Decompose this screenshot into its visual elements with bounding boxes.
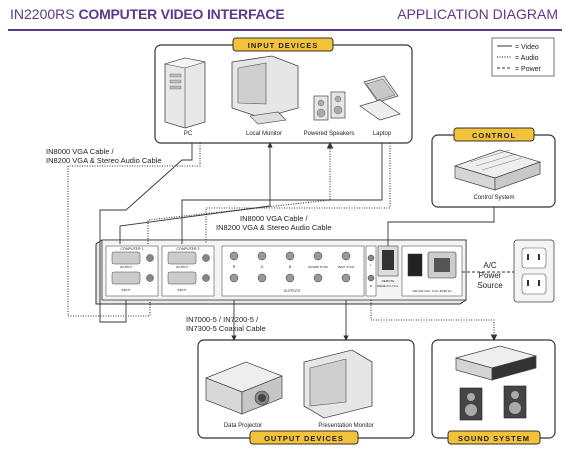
control-system-icon xyxy=(453,149,542,191)
data-projector-label: Data Projector xyxy=(224,423,262,429)
computer1-audio-in-jack xyxy=(146,274,154,282)
page-title: IN2200RS COMPUTER VIDEO INTERFACE xyxy=(10,6,285,22)
legend-power-label: = Power xyxy=(515,66,542,73)
input-devices-box: INPUT DEVICES PC Local Monitor Powe xyxy=(154,37,413,144)
control-box: CONTROL Control System xyxy=(431,127,556,208)
control-cable xyxy=(387,207,495,246)
amplifier-icon xyxy=(454,345,538,381)
product-name: COMPUTER VIDEO INTERFACE xyxy=(78,6,285,22)
output-devices-title: OUTPUT DEVICES xyxy=(264,434,344,443)
coax-label-1: IN7000-5 / IN7200-5 / xyxy=(186,315,259,324)
audio-r-label: R xyxy=(370,284,373,288)
computer1-label: COMPUTER 1 xyxy=(121,247,144,251)
power-switch xyxy=(407,253,423,277)
remote-label: REMOTE xyxy=(382,279,395,283)
control-title: CONTROL xyxy=(472,131,516,140)
computer1-input-port xyxy=(111,271,141,285)
laptop-audio-cable xyxy=(205,143,391,244)
sound-system-box: SOUND SYSTEM xyxy=(431,339,556,445)
bnc-g-label: G xyxy=(261,265,264,269)
bnc-connectors xyxy=(229,251,351,283)
computer2-output-label: OUTPUT xyxy=(176,265,189,269)
legend-audio-label: = Audio xyxy=(515,55,539,62)
pc-label: PC xyxy=(184,131,193,137)
connections xyxy=(67,141,514,342)
pc-tower-icon xyxy=(164,57,206,129)
computer2-input-label: INPUT xyxy=(178,288,187,292)
diagram-label: APPLICATION DIAGRAM xyxy=(397,6,558,22)
audio-out-r-jack xyxy=(367,274,375,282)
computer2-input-port xyxy=(167,271,197,285)
header: IN2200RS COMPUTER VIDEO INTERFACE APPLIC… xyxy=(0,0,570,31)
local-monitor-label: Local Monitor xyxy=(246,131,282,137)
cable-label-left-2: IN8200 VGA & Stereo Audio Cable xyxy=(46,156,162,165)
cable-label-center-2: IN8200 VGA & Stereo Audio Cable xyxy=(216,223,332,232)
output-devices-box: OUTPUT DEVICES Data Projector Presentati… xyxy=(197,339,415,445)
speakers-cable xyxy=(147,141,334,244)
computer1-audio-out-jack xyxy=(146,254,154,262)
presentation-monitor-label: Presentation Monitor xyxy=(318,423,373,429)
audio-sound-cable xyxy=(370,300,498,342)
computer2-audio-in-jack xyxy=(202,274,210,282)
computer1-output-label: OUTPUT xyxy=(120,265,133,269)
outputs-label: OUTPUTS xyxy=(284,289,301,293)
coax-label-2: IN7300-5 Coaxial Cable xyxy=(186,324,266,333)
model-number: IN2200RS xyxy=(10,6,75,22)
computer1-input-label: INPUT xyxy=(122,288,131,292)
local-monitor-icon xyxy=(231,55,299,125)
pc-audio-cable xyxy=(67,143,201,317)
power-rating-label: 100-240 VAC, 0.2A, 50/60 Hz xyxy=(412,289,452,293)
powered-speakers-label: Powered Speakers xyxy=(304,131,355,137)
computer1-output-port xyxy=(111,251,141,265)
audio-out-l-jack xyxy=(367,254,375,262)
computer2-label: COMPUTER 2 xyxy=(177,247,200,251)
laptop-icon xyxy=(359,75,401,121)
presentation-monitor-icon xyxy=(303,349,373,419)
made-in-label: MADE IN U.S.A. xyxy=(377,284,399,288)
sound-system-title: SOUND SYSTEM xyxy=(458,434,530,443)
powered-speakers-icon xyxy=(313,91,346,121)
pc-video-cable xyxy=(99,143,193,323)
bnc-hcomp-label: HCOMP SYNC xyxy=(308,265,329,269)
power-source-line2: Power xyxy=(479,271,502,280)
bnc-b-label: B xyxy=(289,265,292,269)
input-devices-title: INPUT DEVICES xyxy=(248,41,319,50)
speaker-right-icon xyxy=(503,385,527,419)
bnc-vert-label: VERT SYNC xyxy=(337,265,355,269)
data-projector-icon xyxy=(205,361,283,415)
legend: = Video = Audio = Power xyxy=(491,37,555,77)
computer2-audio-out-jack xyxy=(202,254,210,262)
control-system-label: Control System xyxy=(473,195,514,201)
in2200rs-rear-panel: COMPUTER 1 OUTPUT INPUT COMPUTER 2 OUTPU… xyxy=(95,239,467,305)
computer2-output-port xyxy=(167,251,197,265)
audio-l-label: L xyxy=(370,263,372,267)
header-rule xyxy=(8,29,562,31)
power-source-line3: Source xyxy=(477,281,503,290)
laptop-label: Laptop xyxy=(373,131,392,137)
power-source-line1: A/C xyxy=(483,261,497,270)
bnc-r-label: R xyxy=(233,265,236,269)
cable-label-center-1: IN8000 VGA Cable / xyxy=(240,214,308,223)
local-monitor-cable xyxy=(119,142,273,244)
legend-video-label: = Video xyxy=(515,44,539,51)
wall-outlet-icon xyxy=(513,239,555,303)
speaker-left-icon xyxy=(459,387,483,421)
laptop-video-cable xyxy=(181,143,383,244)
cable-label-left-1: IN8000 VGA Cable / xyxy=(46,147,114,156)
